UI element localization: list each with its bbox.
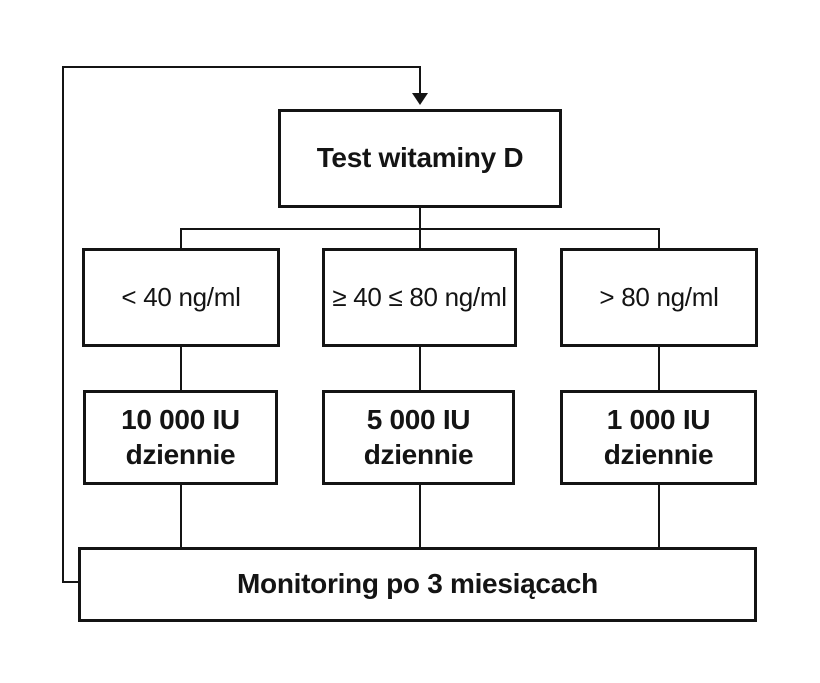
connector-dose-to-monitoring-center (419, 483, 421, 549)
dose-box-5000-iu: 5 000 IU dziennie (322, 390, 515, 485)
feedback-line-arrow-stem (419, 66, 421, 94)
dose-5000-iu-label: 5 000 IU dziennie (364, 403, 474, 471)
dose-10000-iu-line1: 10 000 IU (121, 404, 240, 436)
branch-drop-right (658, 228, 660, 250)
dose-1000-iu-line1: 1 000 IU (606, 404, 711, 436)
connector-dose-to-monitoring-left (180, 483, 182, 549)
dose-5000-iu-line1: 5 000 IU (366, 404, 471, 436)
level-box-below-40: < 40 ng/ml (82, 248, 280, 347)
feedback-line-bottom-segment (62, 581, 82, 583)
feedback-line-left-segment (62, 66, 64, 583)
dose-5000-iu-line2: dziennie (363, 438, 474, 470)
test-vitamin-d-box: Test witaminy D (278, 109, 562, 208)
connector-dose-to-monitoring-right (658, 483, 660, 549)
test-vitamin-d-label: Test witaminy D (316, 142, 524, 174)
dose-box-10000-iu: 10 000 IU dziennie (83, 390, 278, 485)
connector-level-to-dose-left (180, 345, 182, 392)
connector-level-to-dose-right (658, 345, 660, 392)
level-below-40-label: < 40 ng/ml (121, 281, 241, 312)
feedback-line-top-segment (62, 66, 421, 68)
dose-1000-iu-label: 1 000 IU dziennie (604, 403, 714, 471)
level-above-80-label: > 80 ng/ml (599, 281, 719, 312)
level-40-to-80-label: ≥ 40 ≤ 80 ng/ml (332, 281, 507, 312)
level-box-above-80: > 80 ng/ml (560, 248, 758, 347)
dose-10000-iu-label: 10 000 IU dziennie (121, 403, 240, 471)
level-box-40-to-80: ≥ 40 ≤ 80 ng/ml (322, 248, 517, 347)
branch-drop-center (419, 228, 421, 250)
connector-title-to-branch (419, 206, 421, 230)
dose-1000-iu-line2: dziennie (603, 438, 714, 470)
dose-box-1000-iu: 1 000 IU dziennie (560, 390, 757, 485)
arrow-down-icon (412, 93, 428, 105)
branch-drop-left (180, 228, 182, 250)
monitoring-box: Monitoring po 3 miesiącach (78, 547, 757, 622)
dose-10000-iu-line2: dziennie (125, 438, 236, 470)
connector-level-to-dose-center (419, 345, 421, 392)
monitoring-label: Monitoring po 3 miesiącach (237, 568, 598, 600)
